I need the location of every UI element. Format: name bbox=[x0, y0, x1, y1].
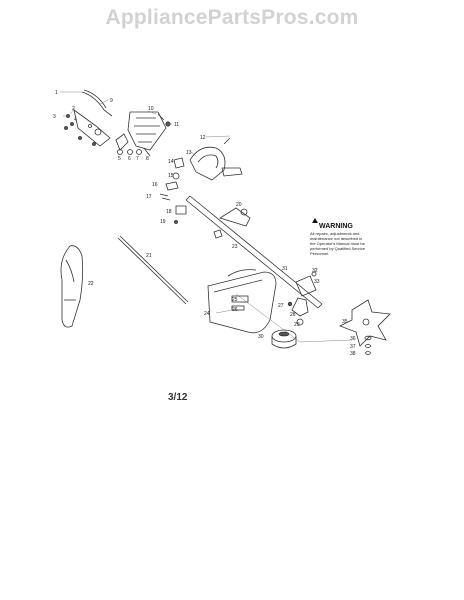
warning-line-2: maintenance not described in bbox=[310, 236, 362, 241]
handle-housing-left bbox=[73, 109, 111, 147]
drive-cable bbox=[117, 235, 189, 305]
callout-36: 36 bbox=[350, 336, 356, 342]
callout-32: 32 bbox=[312, 268, 318, 274]
front-handle bbox=[189, 137, 243, 181]
callout-2: 2 bbox=[72, 106, 75, 112]
callout-11: 11 bbox=[174, 122, 179, 128]
callout-16: 16 bbox=[152, 182, 158, 188]
blade-guard bbox=[207, 269, 277, 334]
warning-heading: WARNING bbox=[319, 223, 353, 230]
callout-3: 3 bbox=[53, 114, 56, 120]
warning-line-4: performed by Qualified Service bbox=[310, 246, 366, 251]
callout-38: 38 bbox=[350, 351, 356, 357]
callout-22: 22 bbox=[88, 281, 94, 287]
handle-housing-right bbox=[127, 111, 167, 151]
shaft-coupler bbox=[213, 229, 223, 239]
callout-31: 31 bbox=[282, 266, 288, 272]
callout-4: 4 bbox=[74, 117, 77, 123]
callout-28: 28 bbox=[290, 312, 296, 318]
callout-35: 35 bbox=[342, 319, 348, 325]
callout-19: 19 bbox=[160, 219, 166, 225]
callout-37: 37 bbox=[350, 344, 356, 350]
four-tooth-blade bbox=[339, 299, 391, 347]
callout-17: 17 bbox=[146, 194, 152, 200]
callout-1: 1 bbox=[55, 90, 58, 96]
callout-10: 10 bbox=[148, 106, 154, 112]
handle-clamp bbox=[159, 157, 187, 224]
callout-18: 18 bbox=[166, 209, 172, 215]
throttle-cable bbox=[81, 89, 113, 117]
small-screws bbox=[64, 114, 96, 146]
callout-13: 13 bbox=[186, 150, 192, 156]
callout-29: 29 bbox=[294, 322, 300, 328]
callout-5: 5 bbox=[118, 156, 121, 162]
warning-line-5: Personnel. bbox=[310, 251, 329, 256]
callout-14: 14 bbox=[168, 159, 174, 165]
callout-24: 24 bbox=[204, 311, 210, 317]
warning-triangle-icon bbox=[312, 218, 318, 223]
shoulder-harness bbox=[60, 245, 84, 328]
callout-33: 33 bbox=[314, 279, 320, 285]
callout-15: 15 bbox=[168, 173, 174, 179]
callout-23: 23 bbox=[232, 244, 238, 250]
drive-shaft-housing bbox=[185, 195, 323, 309]
warning-notice: WARNING All repairs, adjustments and mai… bbox=[310, 218, 366, 256]
blade-hardware bbox=[364, 335, 372, 355]
callout-numbers: 1 2 3 4 5 6 7 8 9 10 11 12 13 14 15 16 1… bbox=[53, 90, 356, 357]
leader-lines bbox=[60, 91, 353, 343]
warning-line-1: All repairs, adjustments and bbox=[310, 231, 359, 236]
callout-7: 7 bbox=[136, 156, 139, 162]
warning-line-3: the Operator's Manual must be bbox=[310, 241, 366, 246]
trimmer-head bbox=[271, 329, 297, 349]
callout-12: 12 bbox=[200, 135, 206, 141]
callout-30: 30 bbox=[258, 334, 264, 340]
callout-6: 6 bbox=[128, 156, 131, 162]
callout-8: 8 bbox=[146, 156, 149, 162]
callout-20: 20 bbox=[236, 202, 242, 208]
page-number: 3/12 bbox=[168, 392, 188, 403]
watermark: AppliancePartsPros.com bbox=[105, 6, 359, 29]
callout-25: 25 bbox=[232, 297, 238, 303]
gear-head bbox=[287, 271, 317, 326]
callout-27: 27 bbox=[278, 303, 284, 309]
trigger-parts bbox=[115, 121, 171, 157]
callout-21: 21 bbox=[146, 253, 152, 259]
callout-9: 9 bbox=[110, 98, 113, 104]
callout-26: 26 bbox=[232, 307, 238, 313]
